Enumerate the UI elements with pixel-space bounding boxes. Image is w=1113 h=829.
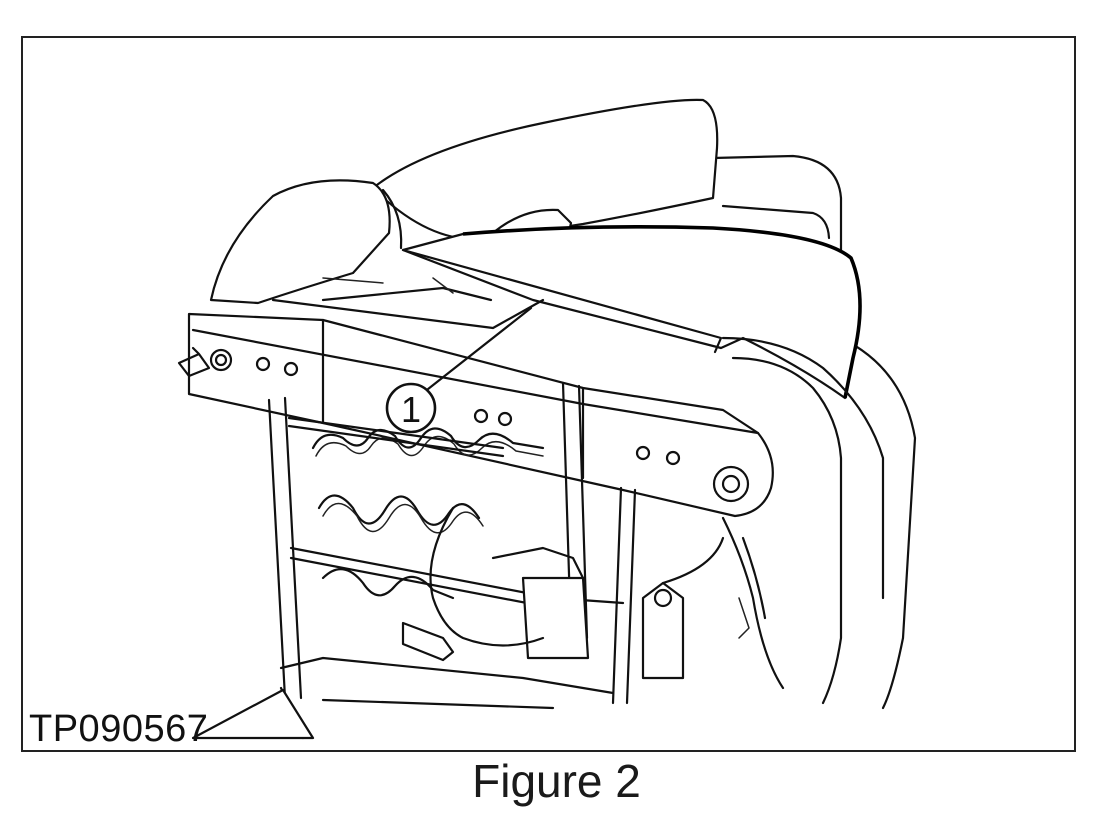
figure-caption: Figure 2 <box>472 755 641 807</box>
left-cushion <box>209 179 391 305</box>
spring-upper <box>311 427 545 450</box>
wiring-harness <box>429 506 545 647</box>
callout-number: 1 <box>401 389 421 430</box>
spring-lower <box>317 494 481 526</box>
seat-back-illustration: 1 <box>177 98 917 740</box>
figure-id-label: TP090567 <box>29 708 209 750</box>
figure-frame: 1 TP090567 <box>21 36 1076 752</box>
lumbar-motor <box>521 576 590 660</box>
bolt <box>177 346 211 378</box>
seat-back-cushion <box>711 154 917 710</box>
frame-cross-tube <box>187 312 774 518</box>
callout-leader-line <box>421 306 533 395</box>
right-side-rail <box>611 486 637 705</box>
callout-circle <box>385 382 437 434</box>
